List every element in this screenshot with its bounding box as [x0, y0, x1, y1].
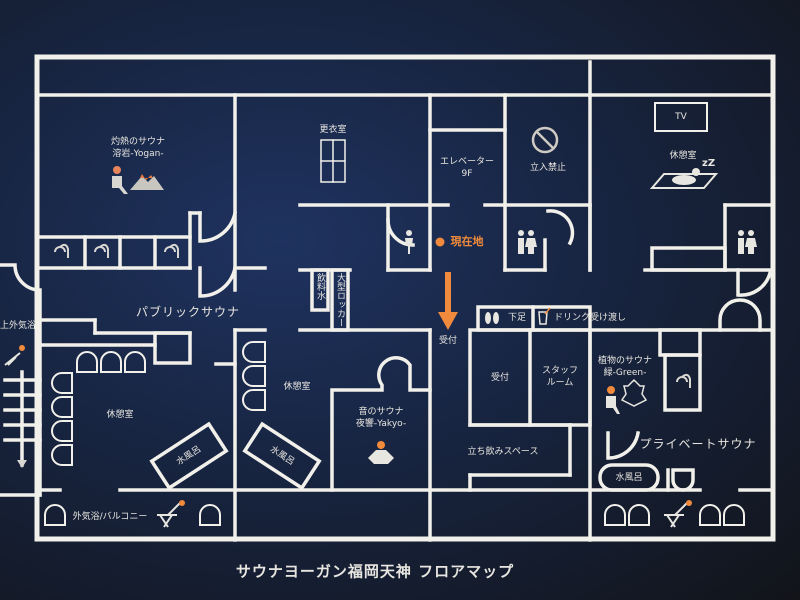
changing-room-label: 更衣室	[319, 125, 347, 135]
public-sauna-label: パブリックサウナ	[135, 305, 241, 319]
rest-room-mid-label: 休憩室	[283, 382, 311, 392]
meditation-person-icon	[368, 441, 394, 464]
yogan-name: 溶岩-Yogan-	[112, 149, 164, 159]
tv-label: TV	[675, 112, 687, 122]
reception-label: 受付	[490, 373, 510, 383]
shoes-label: 下足	[507, 313, 527, 323]
yogan-name-jp: 灼熱のサウナ	[110, 137, 166, 147]
rest-room-top-label: 休憩室	[669, 151, 697, 161]
elevator-label: エレベーター 9F	[440, 156, 494, 180]
green-name-jp: 植物のサウナ	[597, 356, 653, 366]
staff-room-line1: スタッフ	[541, 366, 579, 376]
reception-arrow-label: 受付	[438, 336, 458, 346]
current-location-dot	[435, 237, 445, 247]
no-entry-label: 立入禁止	[529, 163, 567, 173]
arrow-to-reception-icon	[438, 272, 458, 330]
outdoor-balcony-label: 外気浴/バルコニー	[72, 512, 148, 522]
elevator-name: エレベーター	[439, 157, 495, 167]
toilet-icons	[405, 230, 757, 254]
map-title: サウナヨーガン福岡天神 フロアマップ	[235, 562, 515, 581]
cold-bath-private-label: 水風呂	[615, 473, 643, 483]
large-locker-label: 大型ロッカー	[335, 273, 345, 327]
yakyo-sauna-label: 音のサウナ夜響-Yakyo-	[356, 406, 406, 430]
volcano-sauna-icon	[112, 166, 164, 194]
green-sauna-icon	[606, 378, 648, 414]
drink-icon	[538, 307, 551, 325]
elevator-floor: 9F	[461, 169, 473, 179]
green-name: 緑-Green-	[603, 368, 647, 378]
standing-bar-label: 立ち飲みスペース	[467, 447, 539, 457]
svg-text:zZ: zZ	[702, 158, 715, 169]
current-location-label: 現在地	[450, 235, 484, 248]
staff-room-line2: ルーム	[546, 378, 574, 388]
drink-counter-label: ドリンク受け渡し	[553, 313, 627, 323]
shower-icons	[54, 243, 691, 388]
rest-room-left-label: 休憩室	[106, 410, 134, 420]
no-entry-icon	[531, 126, 559, 154]
green-sauna-label: 植物のサウナ緑-Green-	[598, 355, 652, 379]
yakyo-name-jp: 音のサウナ	[358, 407, 404, 417]
yakyo-name: 夜響-Yakyo-	[355, 419, 407, 429]
staff-room-label: スタッフルーム	[542, 365, 578, 389]
shoes-icon	[485, 312, 499, 324]
outdoor-top-label: 上外気浴	[0, 321, 37, 331]
stairs-down-arrow-icon	[17, 460, 27, 468]
yogan-sauna-label: 灼熱のサウナ溶岩-Yogan-	[111, 136, 165, 160]
lounge-chair-icon	[4, 345, 692, 528]
private-sauna-label: プライベートサウナ	[639, 437, 757, 451]
sleeping-person-icon: zZ	[649, 158, 719, 189]
drinking-water-label: 飲料水	[315, 273, 325, 300]
